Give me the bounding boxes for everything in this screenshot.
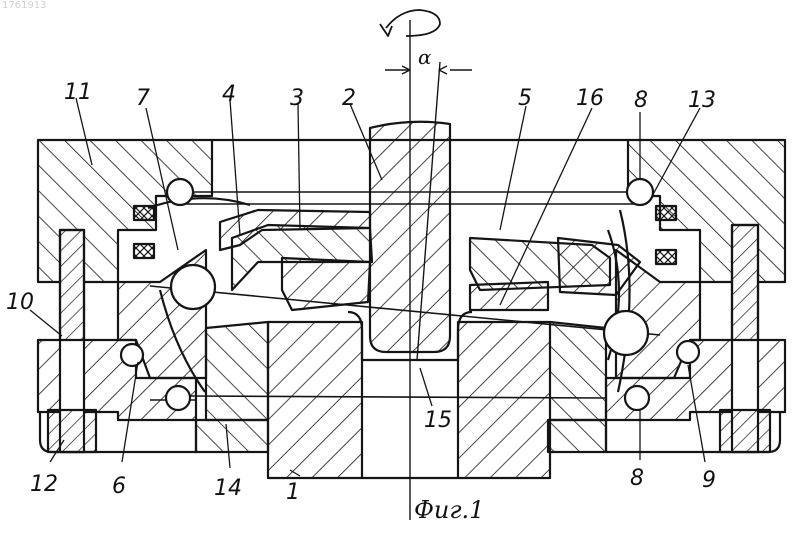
- label-11: 11: [64, 82, 92, 104]
- base-lower-left: [196, 420, 268, 452]
- base-lower-right: [548, 420, 606, 452]
- label-16: 16: [576, 88, 604, 110]
- angle-label: α: [418, 45, 432, 69]
- label-13: 13: [688, 90, 716, 112]
- label-7: 7: [136, 88, 150, 110]
- label-14: 14: [214, 478, 242, 500]
- label-1: 1: [286, 482, 300, 504]
- label-5: 5: [518, 88, 532, 110]
- label-2: 2: [342, 88, 356, 110]
- housing-top-right: [628, 140, 785, 282]
- ball-8-bottom-right: [625, 386, 649, 410]
- label-3: 3: [290, 88, 304, 110]
- ball-8-top-left: [167, 179, 193, 205]
- ball-7-right: [604, 311, 648, 355]
- base-block-1b: [458, 322, 550, 478]
- label-4: 4: [222, 84, 236, 106]
- ball-7-left: [171, 265, 215, 309]
- label-8-top: 8: [634, 90, 648, 112]
- label-9: 9: [702, 470, 716, 492]
- ball-6: [121, 344, 143, 366]
- ball-8-top-right: [627, 179, 653, 205]
- ball-8-bottom-left: [166, 386, 190, 410]
- label-10: 10: [6, 292, 34, 314]
- ring-14: [206, 322, 268, 420]
- label-8-bottom: 8: [630, 468, 644, 490]
- rotation-arrow: [386, 10, 440, 36]
- base-block-1: [268, 322, 362, 478]
- label-15: 15: [424, 410, 452, 432]
- label-6: 6: [112, 476, 126, 498]
- label-12: 12: [30, 474, 58, 496]
- ball-9: [677, 341, 699, 363]
- figure-caption: Фиг.1: [414, 498, 484, 522]
